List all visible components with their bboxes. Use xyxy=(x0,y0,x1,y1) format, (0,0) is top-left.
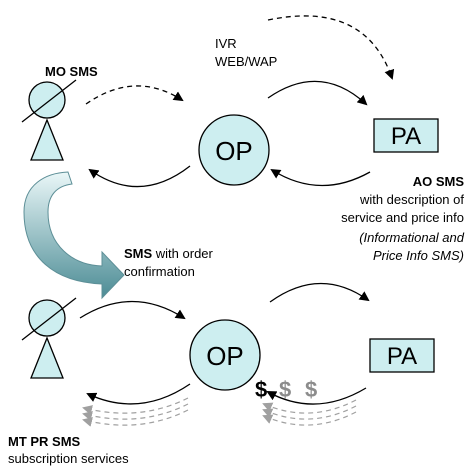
user-to-op-arrow-bottom xyxy=(79,300,186,320)
op-node-bottom: OP xyxy=(189,319,261,391)
op-to-user-arrow-top xyxy=(88,165,191,188)
subscription-label: subscription services xyxy=(8,451,129,466)
pa-bottom-label: PA xyxy=(387,343,417,370)
ao-sms-label: AO SMS xyxy=(413,174,465,189)
op-bottom-label: OP xyxy=(206,341,244,371)
pa-top-label: PA xyxy=(391,123,421,150)
op-node-top: OP xyxy=(198,114,270,186)
ao-desc-line1: with description of xyxy=(359,192,464,207)
webwap-label: WEB/WAP xyxy=(215,54,277,69)
dollar-grey-1: $ xyxy=(279,377,291,402)
op-top-label: OP xyxy=(215,136,253,166)
web-dashed-arrow xyxy=(267,15,395,80)
dollar-black: $ xyxy=(255,377,267,402)
ao-italic-line2: Price Info SMS) xyxy=(373,248,464,263)
sms-rest: with order xyxy=(152,246,213,261)
sms-order-line1: SMS with order xyxy=(124,246,214,261)
pa-node-bottom: PA xyxy=(369,338,435,373)
ao-italic-line1: (Informational and xyxy=(359,230,465,245)
sms-bold: SMS xyxy=(124,246,153,261)
op-to-pa-arrow-top xyxy=(267,80,368,106)
mo-sms-label: MO SMS xyxy=(45,64,98,79)
mt-dashed-arrows xyxy=(82,397,189,427)
mt-pr-sms-label: MT PR SMS xyxy=(8,434,81,449)
op-to-pa-arrow-bottom xyxy=(269,282,370,303)
op-to-user-arrow-bottom xyxy=(86,383,191,405)
dollar-grey-2: $ xyxy=(305,377,317,402)
pa-to-op-arrow-top xyxy=(270,168,371,187)
user-top-icon xyxy=(21,79,77,161)
ao-desc-line2: service and price info xyxy=(341,210,464,225)
pa-to-op-arrow-bottom xyxy=(266,387,367,405)
pa-node-top: PA xyxy=(373,118,439,153)
user-bottom-icon xyxy=(21,297,77,379)
ivr-label: IVR xyxy=(215,36,237,51)
sms-order-line2: confirmation xyxy=(124,264,195,279)
mo-sms-dashed-arrow xyxy=(85,85,184,105)
big-curved-arrow-icon xyxy=(23,171,125,300)
pa-dashed-arrows xyxy=(262,399,357,426)
